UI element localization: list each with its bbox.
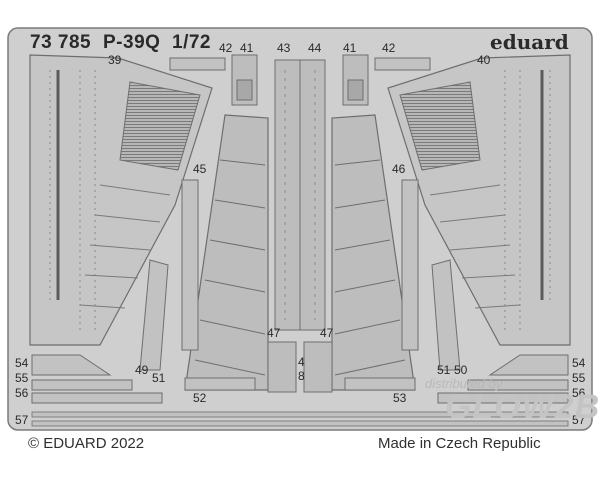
- part-number: 43: [277, 41, 291, 55]
- part-number: 46: [392, 162, 406, 176]
- parts-41-42-left: [169, 54, 258, 106]
- watermark-logo: GLOW2B: [445, 388, 600, 426]
- part-number: 56: [15, 386, 29, 400]
- product-code: 73 785: [30, 32, 92, 53]
- part-number: 55: [15, 371, 29, 385]
- part-number: 47: [320, 326, 334, 340]
- part-number: 47: [267, 326, 281, 340]
- part-number: 53: [393, 391, 407, 405]
- part-number: 51: [437, 363, 451, 377]
- part-number: 50: [454, 363, 468, 377]
- part-number: 4: [298, 355, 305, 369]
- part-number: 52: [193, 391, 207, 405]
- parts-43-44-center-strip: [274, 59, 326, 331]
- part-47-48-left: [267, 341, 297, 393]
- scale: 1/72: [172, 32, 211, 53]
- brand-logo: eduard: [490, 30, 569, 54]
- part-53: [344, 377, 416, 391]
- part-number: 51: [152, 371, 166, 385]
- part-number: 45: [193, 162, 207, 176]
- part-number: 8: [298, 369, 305, 383]
- part-57-strips: [31, 411, 569, 427]
- part-number: 54: [15, 356, 29, 370]
- model-name: P-39Q: [103, 32, 161, 53]
- copyright-text: © EDUARD 2022: [28, 435, 145, 452]
- part-number: 57: [15, 413, 29, 427]
- part-47-48-right: [303, 341, 333, 393]
- part-46-strip: [401, 179, 419, 351]
- part-number: 42: [382, 41, 396, 55]
- part-number: 42: [219, 41, 233, 55]
- part-52: [184, 377, 256, 391]
- parts-41-42-right: [342, 54, 431, 106]
- part-number: 56: [572, 386, 586, 400]
- part-number: 54: [572, 356, 586, 370]
- part-number: 41: [240, 41, 254, 55]
- parts-54-56-left: [31, 354, 163, 404]
- part-49-51: [139, 259, 169, 371]
- part-39-wing-panel: [29, 54, 213, 346]
- part-number: 41: [343, 41, 357, 55]
- part-40-wing-panel: [387, 54, 571, 346]
- part-number: 39: [108, 53, 122, 67]
- country-of-origin: Made in Czech Republic: [378, 435, 541, 452]
- part-number: 55: [572, 371, 586, 385]
- watermark-line1: distributed by: [425, 376, 503, 391]
- part-50-51: [431, 259, 461, 371]
- part-number: 57: [572, 413, 586, 427]
- parts-54-56-right: [437, 354, 569, 404]
- part-number: 49: [135, 363, 149, 377]
- part-number: 40: [477, 53, 491, 67]
- part-number: 44: [308, 41, 322, 55]
- part-45-strip: [181, 179, 199, 351]
